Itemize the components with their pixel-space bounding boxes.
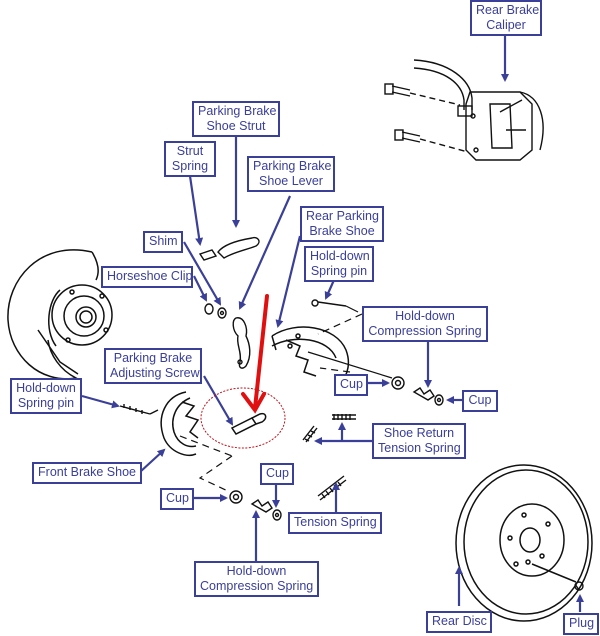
label-line: Tension Spring <box>378 441 461 455</box>
leader-rear-parking-shoe <box>275 235 302 328</box>
label-hold-down-spring-pin-left: Hold-down Spring pin <box>10 378 82 414</box>
label-cup-lower-right: Cup <box>260 463 294 485</box>
strut-spring-shim-part <box>198 236 260 261</box>
label-tension-spring: Tension Spring <box>288 512 382 534</box>
label-line: Front Brake Shoe <box>38 465 136 479</box>
leader-horseshoe-clip <box>193 275 207 302</box>
label-line: Brake Shoe <box>309 224 375 238</box>
leader-lines <box>81 36 584 612</box>
tension-spring-part <box>317 475 347 501</box>
label-front-brake-shoe: Front Brake Shoe <box>32 462 142 484</box>
label-line: Hold-down <box>310 249 370 263</box>
leader-shoe-lever <box>238 195 292 310</box>
label-line: Hold-down <box>395 309 455 323</box>
label-line: Shim <box>149 234 178 248</box>
cup-spring-lower-parts <box>229 490 282 521</box>
label-horseshoe-clip: Horseshoe Clip <box>101 266 193 288</box>
label-line: Shoe Strut <box>206 119 266 133</box>
parking-brake-shoe-lever-part <box>232 317 251 369</box>
label-line: Cup <box>468 393 492 407</box>
label-line: Adjusting Screw <box>110 366 200 380</box>
label-rear-parking-brake-shoe: Rear Parking Brake Shoe <box>300 206 384 242</box>
label-hold-down-spring-pin-right: Hold-down Spring pin <box>304 246 374 282</box>
leader-adjusting-screw <box>203 375 234 426</box>
label-line: Shoe Return <box>383 426 455 440</box>
label-line: Plug <box>569 616 595 630</box>
label-line: Strut <box>176 144 204 158</box>
label-line: Spring pin <box>17 396 75 410</box>
label-hold-down-compression-spring-bottom: Hold-down Compression Spring <box>194 561 319 597</box>
label-line: Tension Spring <box>294 515 377 529</box>
leader-shim <box>183 241 222 306</box>
label-parking-brake-adjusting-screw: Parking Brake Adjusting Screw <box>104 348 202 384</box>
dashed-line-3 <box>179 435 233 457</box>
label-rear-brake-caliper: Rear Brake Caliper <box>470 0 542 36</box>
label-line: Hold-down <box>16 381 76 395</box>
label-strut-spring: Strut Spring <box>164 141 216 177</box>
cup-spring-right-parts <box>391 376 444 406</box>
hold-down-spring-pin-left-part <box>119 404 159 415</box>
dashed-line-2 <box>319 367 351 373</box>
front-brake-shoe-part <box>160 391 200 456</box>
pin-line <box>345 305 359 313</box>
label-line: Spring <box>171 159 209 173</box>
pin-line-2 <box>307 351 393 379</box>
label-plug: Plug <box>563 613 599 635</box>
label-cup-lower-left: Cup <box>160 488 194 510</box>
label-parking-brake-shoe-strut: Parking Brake Shoe Strut <box>192 101 280 137</box>
label-line: Shoe Lever <box>259 174 323 188</box>
leader-spring-pin-left <box>81 394 120 409</box>
label-hold-down-compression-spring-right: Hold-down Compression Spring <box>362 306 488 342</box>
label-shoe-return-tension-spring: Shoe Return Tension Spring <box>372 423 466 459</box>
hold-down-spring-pin-right-part <box>311 299 347 307</box>
label-rear-disc: Rear Disc <box>426 611 492 633</box>
label-line: Parking Brake <box>113 351 193 365</box>
label-cup-mid: Cup <box>334 374 368 396</box>
horseshoe-clip-part <box>204 303 227 319</box>
dashed-line-4 <box>198 455 233 493</box>
shoe-return-springs-part <box>302 414 356 443</box>
leader-front-brake-shoe <box>139 448 166 473</box>
label-line: Rear Brake <box>476 3 540 17</box>
dashed-line <box>317 313 363 335</box>
parking-brake-adjusting-screw-part <box>230 412 267 435</box>
label-shim: Shim <box>143 231 183 253</box>
plug-part <box>574 581 584 591</box>
backing-plate-hub-part <box>7 249 113 380</box>
label-line: Cup <box>340 377 363 391</box>
highlight-circle <box>200 387 286 449</box>
leader-spring-pin-right <box>324 279 336 300</box>
label-line: Caliper <box>486 18 526 32</box>
leader-strut-spring <box>188 175 204 246</box>
label-line: Parking Brake <box>253 159 332 173</box>
rear-disc-part <box>455 464 593 622</box>
label-line: Rear Disc <box>432 614 487 628</box>
label-line: Spring pin <box>310 264 368 278</box>
label-parking-brake-shoe-lever: Parking Brake Shoe Lever <box>247 156 335 192</box>
label-line: Compression Spring <box>368 324 482 338</box>
rear-brake-caliper-part <box>384 59 544 161</box>
label-line: Cup <box>166 491 189 505</box>
highlight-arrow-icon <box>241 294 269 414</box>
label-line: Horseshoe Clip <box>107 269 193 283</box>
label-line: Parking Brake <box>198 104 277 118</box>
label-line: Compression Spring <box>200 579 314 593</box>
label-line: Cup <box>266 466 289 480</box>
label-cup-right: Cup <box>462 390 498 412</box>
label-line: Hold-down <box>226 564 287 578</box>
label-line: Rear Parking <box>306 209 379 223</box>
